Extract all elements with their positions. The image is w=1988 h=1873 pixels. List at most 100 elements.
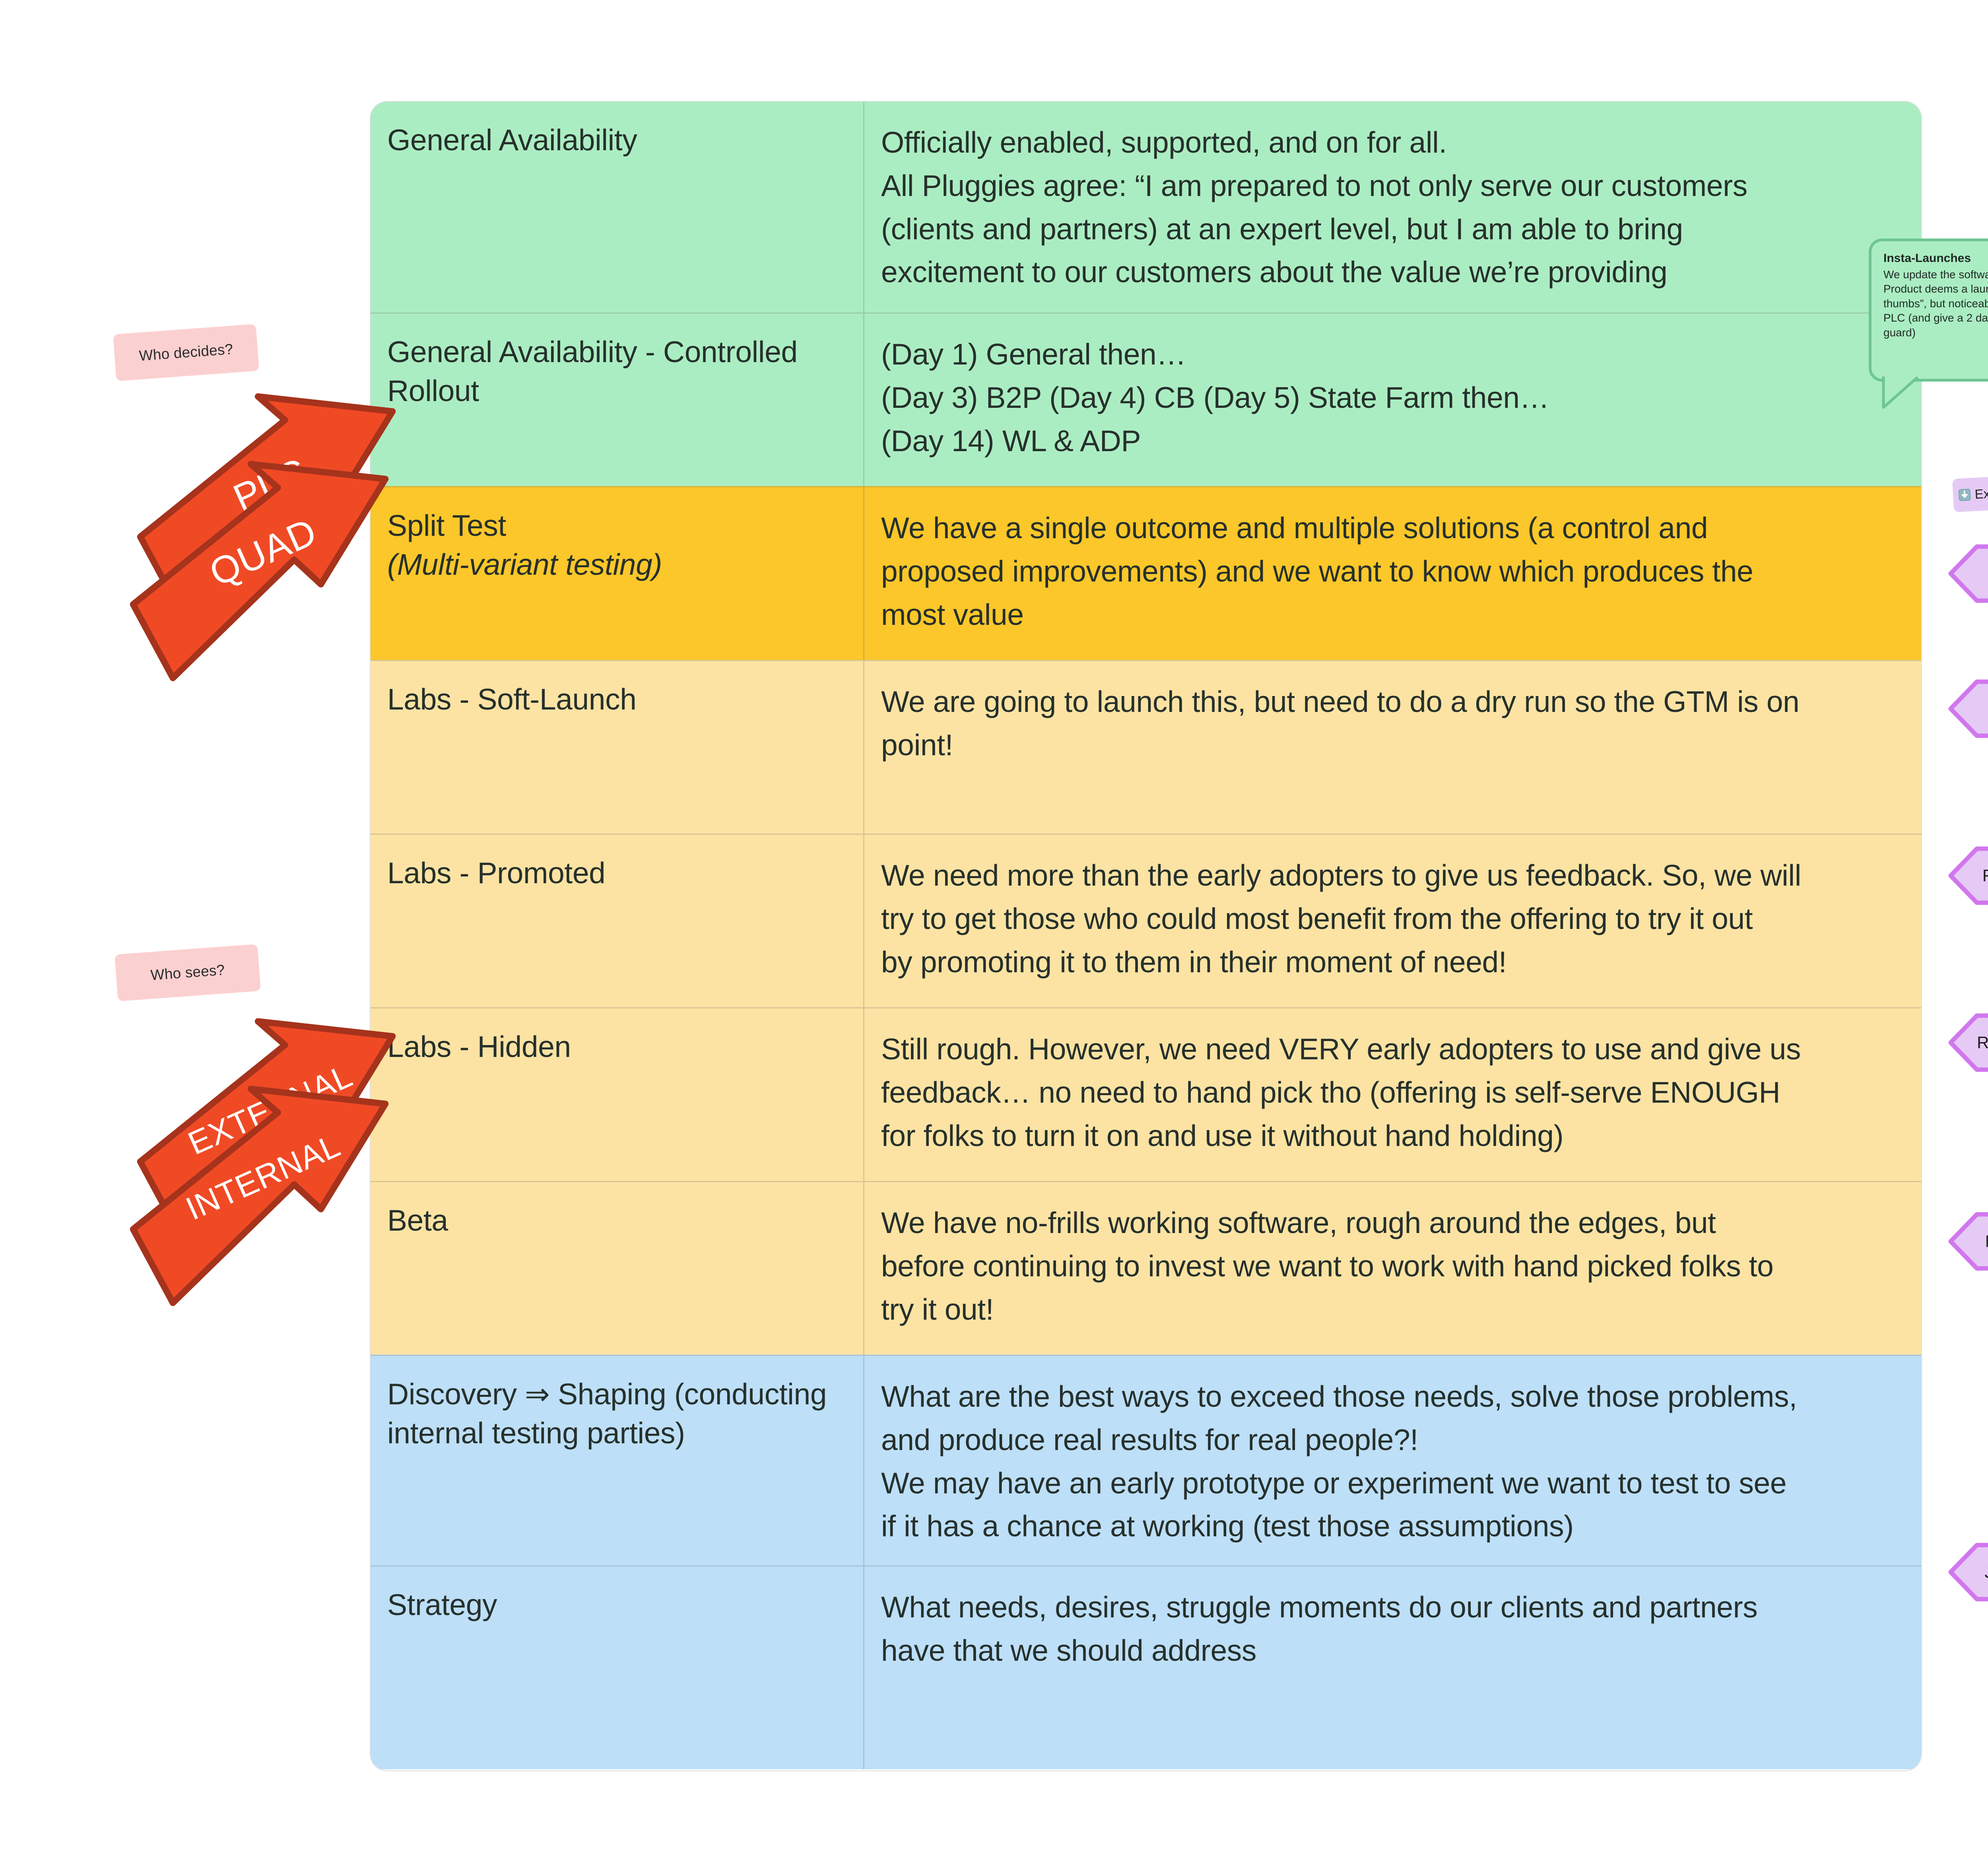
callout-body: We update the software multiple times pe… xyxy=(1883,268,1988,339)
arrow-quad[interactable]: QUAD xyxy=(93,413,433,692)
table-row: Split Test (Multi-variant testing) We ha… xyxy=(371,486,1921,660)
term-label: Labs - Promoted xyxy=(387,856,606,890)
term-label: Split Test (Multi-variant testing) xyxy=(387,506,847,584)
chevron-left-icon xyxy=(1948,1013,1988,1072)
description-text: We need more than the early adopters to … xyxy=(881,854,1897,983)
description-line: (Day 3) B2P (Day 4) CB (Day 5) State Far… xyxy=(881,380,1549,414)
table-cell-term: Labs - Soft-Launch xyxy=(371,661,864,834)
table-cell-description: (Day 1) General then… (Day 3) B2P (Day 4… xyxy=(864,314,1921,486)
table-cell-term: Labs - Promoted xyxy=(371,835,864,1007)
sticky-note-label: Who sees? xyxy=(150,962,225,983)
arrow-right-up-icon xyxy=(130,461,389,681)
arrow-internal[interactable]: INTERNAL xyxy=(93,1038,433,1317)
chevron-left-icon xyxy=(1948,1212,1988,1271)
description-line: What needs, desires, struggle moments do… xyxy=(881,1590,1758,1624)
sticky-note-who-decides[interactable]: Who decides? xyxy=(113,324,259,382)
table-cell-term: General Availability - Controlled Rollou… xyxy=(371,314,864,486)
description-line: try it out! xyxy=(881,1292,994,1326)
table-cell-description: We have a single outcome and multiple so… xyxy=(864,487,1921,660)
table-cell-term: Strategy xyxy=(371,1567,864,1769)
callout-tail-icon xyxy=(1882,376,1919,409)
term-label: General Availability - Controlled Rollou… xyxy=(387,335,798,407)
term-label: Beta xyxy=(387,1204,448,1237)
description-line: if it has a chance at working (test thos… xyxy=(881,1509,1574,1543)
description-line: Still rough. However, we need VERY early… xyxy=(881,1032,1801,1066)
table-row: Beta We have no-frills working software,… xyxy=(371,1181,1921,1355)
description-line: point! xyxy=(881,728,953,762)
description-line: before continuing to invest we want to w… xyxy=(881,1249,1774,1283)
description-text: We have no-frills working software, roug… xyxy=(881,1201,1897,1331)
chevron-tag-ratings[interactable]: Ratings xyxy=(1948,846,1988,905)
table-cell-term: Split Test (Multi-variant testing) xyxy=(371,487,864,660)
table-row: General Availability - Controlled Rollou… xyxy=(371,312,1921,486)
down-arrow-icon xyxy=(1958,489,1971,501)
description-line: try to get those who could most benefit … xyxy=(881,902,1753,935)
callout-title: Insta-Launches xyxy=(1883,252,1971,265)
table-cell-term: Discovery ⇒ Shaping (conducting internal… xyxy=(371,1356,864,1565)
term-subtitle: (Multi-variant testing) xyxy=(387,547,662,581)
description-line: (Day 1) General then… xyxy=(881,337,1186,371)
description-line: What are the best ways to exceed those n… xyxy=(881,1380,1797,1413)
description-line: We have a single outcome and multiple so… xyxy=(881,511,1708,545)
product-maturity-table: General Availability Officially enabled,… xyxy=(371,102,1921,1770)
description-line: (Day 14) WL & ADP xyxy=(881,424,1141,458)
chevron-tag-pulse[interactable]: Pulse xyxy=(1948,679,1988,739)
table-cell-description: We have no-frills working software, roug… xyxy=(864,1182,1921,1355)
description-line: proposed improvements) and we want to kn… xyxy=(881,554,1753,588)
sticky-note-label: Who decides? xyxy=(138,341,234,364)
chevron-left-icon xyxy=(1948,544,1988,603)
term-label: Discovery ⇒ Shaping (conducting internal… xyxy=(387,1377,827,1450)
chevron-left-icon xyxy=(1948,1543,1988,1602)
description-line: We need more than the early adopters to … xyxy=(881,859,1801,892)
chevron-tag-jlc-v1[interactable]: JLC v1 xyxy=(1948,1542,1988,1602)
description-line: (clients and partners) at an expert leve… xyxy=(881,212,1683,246)
description-text: What are the best ways to exceed those n… xyxy=(881,1375,1897,1548)
description-text: We are going to launch this, but need to… xyxy=(881,680,1897,767)
term-label: Labs - Hidden xyxy=(387,1030,571,1063)
chevron-left-icon xyxy=(1948,846,1988,905)
chevron-tag-aac[interactable]: AAC v1.0 vs 1.5 vs 2.0 xyxy=(1948,544,1988,603)
description-text: What needs, desires, struggle moments do… xyxy=(881,1586,1897,1672)
chevron-tag-no-cal[interactable]: No Cal xyxy=(1948,1212,1988,1271)
examples-tag[interactable]: Examples xyxy=(1952,473,1988,512)
table-cell-term: Labs - Hidden xyxy=(371,1008,864,1181)
term-main: Split Test xyxy=(387,509,506,542)
term-label: Labs - Soft-Launch xyxy=(387,683,637,716)
sticky-note-who-sees[interactable]: Who sees? xyxy=(115,944,261,1002)
description-line: and produce real results for real people… xyxy=(881,1423,1418,1456)
table-cell-description: We need more than the early adopters to … xyxy=(864,835,1921,1007)
description-line: feedback… no need to hand pick tho (offe… xyxy=(881,1075,1780,1109)
table-row: General Availability Officially enabled,… xyxy=(371,102,1921,312)
table-row: Labs - Hidden Still rough. However, we n… xyxy=(371,1007,1921,1181)
description-line: excitement to our customers about the va… xyxy=(881,255,1668,289)
arrow-right-up-icon xyxy=(130,1086,389,1306)
chevron-left-icon xyxy=(1948,679,1988,738)
table-row: Labs - Promoted We need more than the ea… xyxy=(371,834,1921,1007)
description-text: (Day 1) General then… (Day 3) B2P (Day 4… xyxy=(881,333,1897,462)
examples-tag-label: Examples xyxy=(1974,484,1988,502)
description-line: for folks to turn it on and use it witho… xyxy=(881,1119,1564,1152)
table-row: Strategy What needs, desires, struggle m… xyxy=(371,1565,1921,1769)
description-line: All Pluggies agree: “I am prepared to no… xyxy=(881,169,1747,202)
term-label: Strategy xyxy=(387,1588,497,1621)
description-line: by promoting it to them in their moment … xyxy=(881,945,1507,979)
description-line: have that we should address xyxy=(881,1633,1256,1667)
description-text: Still rough. However, we need VERY early… xyxy=(881,1028,1897,1157)
table-cell-description: What needs, desires, struggle moments do… xyxy=(864,1567,1921,1769)
table-row: Discovery ⇒ Shaping (conducting internal… xyxy=(371,1355,1921,1565)
description-line: Officially enabled, supported, and on fo… xyxy=(881,126,1447,159)
table-cell-description: What are the best ways to exceed those n… xyxy=(864,1356,1921,1565)
description-line: most value xyxy=(881,597,1024,631)
chevron-tag-referrals[interactable]: Referrals xyxy=(1948,1013,1988,1072)
description-text: We have a single outcome and multiple so… xyxy=(881,506,1897,636)
description-line: We have no-frills working software, roug… xyxy=(881,1206,1716,1239)
table-row: Labs - Soft-Launch We are going to launc… xyxy=(371,660,1921,834)
table-cell-description: Officially enabled, supported, and on fo… xyxy=(864,102,1921,312)
table-cell-description: We are going to launch this, but need to… xyxy=(864,661,1921,834)
description-text: Officially enabled, supported, and on fo… xyxy=(881,121,1897,294)
description-line: We may have an early prototype or experi… xyxy=(881,1466,1787,1500)
table-cell-term: Beta xyxy=(371,1182,864,1355)
description-line: We are going to launch this, but need to… xyxy=(881,685,1800,718)
table-cell-description: Still rough. However, we need VERY early… xyxy=(864,1008,1921,1181)
table-cell-term: General Availability xyxy=(371,102,864,312)
